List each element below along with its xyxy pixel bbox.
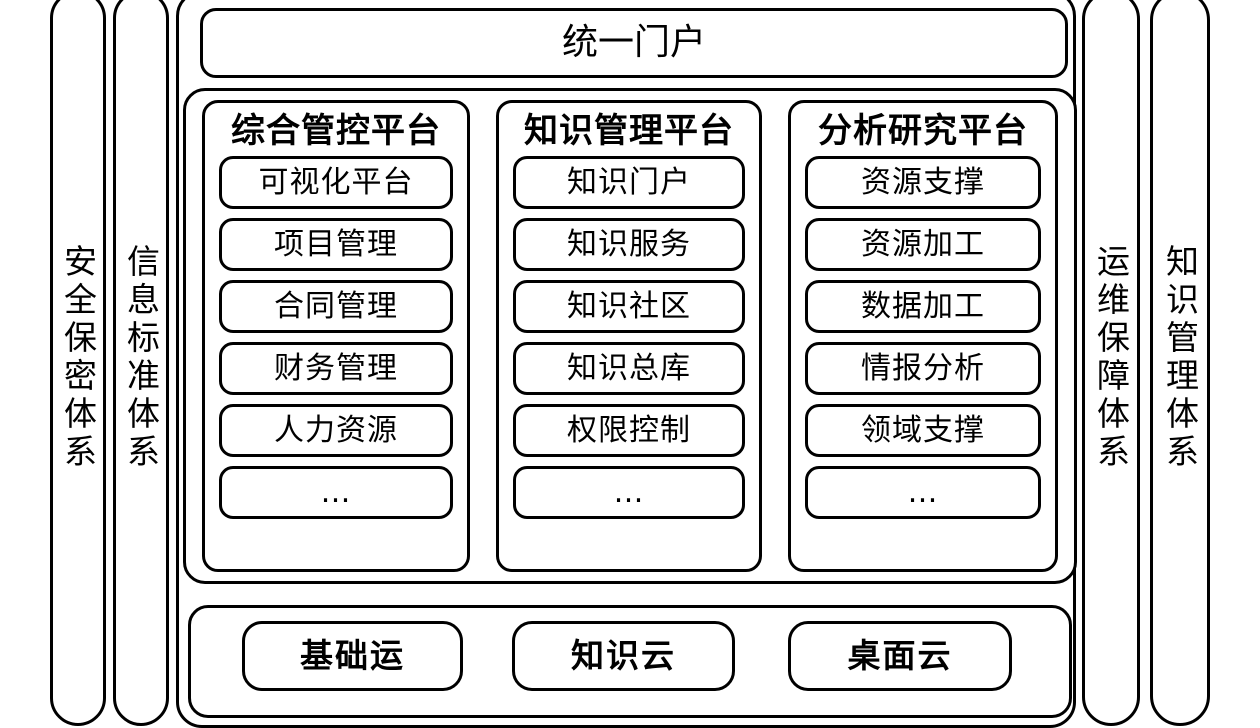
infrastructure-item-label: 基础运	[300, 635, 405, 675]
platform-item[interactable]: 资源支撑	[805, 156, 1041, 210]
platform-column-integrated-control: 综合管控平台 可视化平台 项目管理 合同管理 财务管理 人力资源 …	[202, 100, 470, 572]
platform-item-more[interactable]: …	[513, 466, 745, 520]
platform-item[interactable]: 可视化平台	[219, 156, 453, 210]
platform-item-list: 知识门户 知识服务 知识社区 知识总库 权限控制 …	[499, 156, 759, 531]
pillar-information-standard-label: 信息标准体系	[121, 244, 161, 472]
portal-banner-label: 统一门户	[561, 22, 706, 64]
pillar-information-standard: 信息标准体系	[113, 0, 169, 726]
pillar-operations-label: 运维保障体系	[1091, 244, 1131, 472]
infrastructure-item-desktop-cloud[interactable]: 桌面云	[788, 621, 1012, 691]
pillar-security: 安全保密体系	[50, 0, 106, 726]
platform-item-more[interactable]: …	[805, 466, 1041, 520]
infrastructure-item-label: 桌面云	[847, 635, 953, 675]
portal-banner: 统一门户	[200, 8, 1068, 78]
platform-item[interactable]: 知识社区	[513, 280, 745, 334]
pillar-knowledge-management: 知识管理体系	[1150, 0, 1210, 726]
platform-item[interactable]: 项目管理	[219, 218, 453, 272]
platform-item[interactable]: 权限控制	[513, 404, 745, 458]
infrastructure-item-label: 知识云	[571, 635, 676, 675]
platform-title: 综合管控平台	[231, 111, 441, 151]
platform-item[interactable]: 知识总库	[513, 342, 745, 396]
platform-item[interactable]: 情报分析	[805, 342, 1041, 396]
platform-title: 知识管理平台	[524, 111, 734, 151]
platform-item-more[interactable]: …	[219, 466, 453, 520]
platform-item[interactable]: 人力资源	[219, 404, 453, 458]
platform-column-analysis-research: 分析研究平台 资源支撑 资源加工 数据加工 情报分析 领域支撑 …	[788, 100, 1058, 572]
platform-item[interactable]: 资源加工	[805, 218, 1041, 272]
platform-item-list: 资源支撑 资源加工 数据加工 情报分析 领域支撑 …	[791, 156, 1055, 531]
platform-item[interactable]: 数据加工	[805, 280, 1041, 334]
platform-item[interactable]: 财务管理	[219, 342, 453, 396]
pillar-operations: 运维保障体系	[1082, 0, 1140, 726]
pillar-knowledge-management-label: 知识管理体系	[1160, 244, 1200, 472]
infrastructure-item-knowledge-cloud[interactable]: 知识云	[512, 621, 735, 691]
platform-item-list: 可视化平台 项目管理 合同管理 财务管理 人力资源 …	[205, 156, 467, 531]
platform-item[interactable]: 领域支撑	[805, 404, 1041, 458]
platform-item[interactable]: 知识服务	[513, 218, 745, 272]
infrastructure-item-basic-ops[interactable]: 基础运	[242, 621, 463, 691]
platform-item[interactable]: 合同管理	[219, 280, 453, 334]
platform-column-knowledge-management: 知识管理平台 知识门户 知识服务 知识社区 知识总库 权限控制 …	[496, 100, 762, 572]
platform-title: 分析研究平台	[818, 111, 1028, 151]
platform-item[interactable]: 知识门户	[513, 156, 745, 210]
pillar-security-label: 安全保密体系	[58, 244, 98, 472]
